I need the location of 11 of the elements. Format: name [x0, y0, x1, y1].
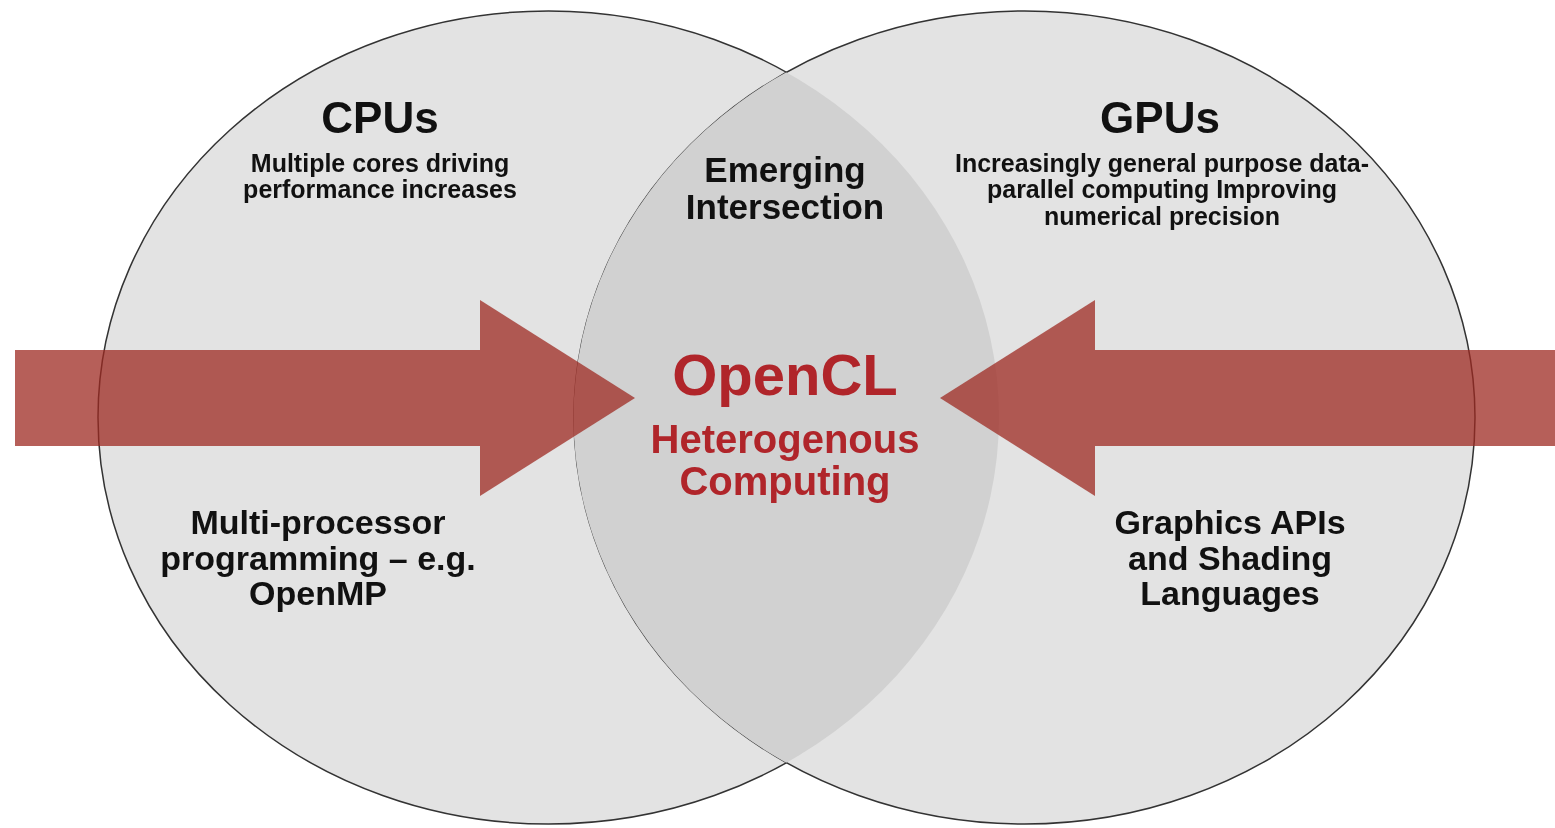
heading: GPUs — [1099, 95, 1221, 142]
subtitle: Heterogenous Computing — [649, 418, 921, 502]
description: Graphics APIs and Shading Languages — [1113, 505, 1347, 613]
title: OpenCL — [671, 345, 899, 406]
arrow — [940, 300, 1555, 496]
description: Increasingly general purpose data-parallel computing Improving numerical precision — [954, 150, 1370, 229]
heading: Emerging Intersection — [684, 152, 886, 226]
arrow — [15, 300, 635, 496]
description: Multiple cores driving performance increases — [242, 150, 518, 203]
heading: CPUs — [320, 95, 440, 142]
description: Multi-processor programming – e.g. OpenMP — [159, 505, 477, 613]
